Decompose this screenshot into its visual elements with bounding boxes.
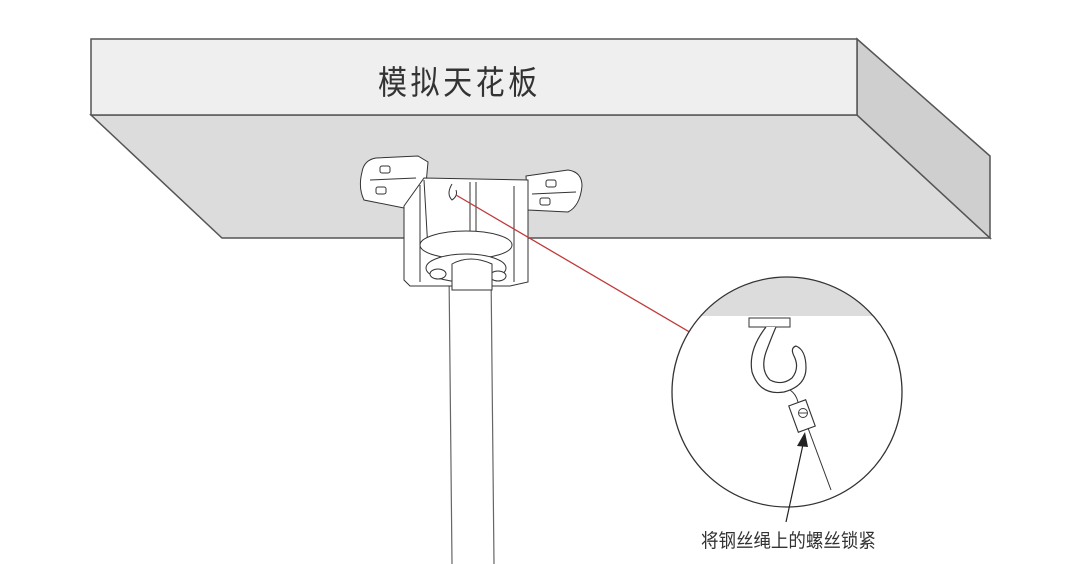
ceiling-label: 模拟天花板: [378, 63, 541, 102]
mounting-pole: [448, 262, 495, 564]
caption-arrow: [785, 432, 808, 523]
ceiling-front-face: [90, 38, 858, 116]
mounting-bracket: [359, 155, 583, 291]
detail-callout-circle: [671, 276, 903, 508]
callout-caption: 将钢丝绳上的螺丝锁紧: [701, 530, 876, 552]
